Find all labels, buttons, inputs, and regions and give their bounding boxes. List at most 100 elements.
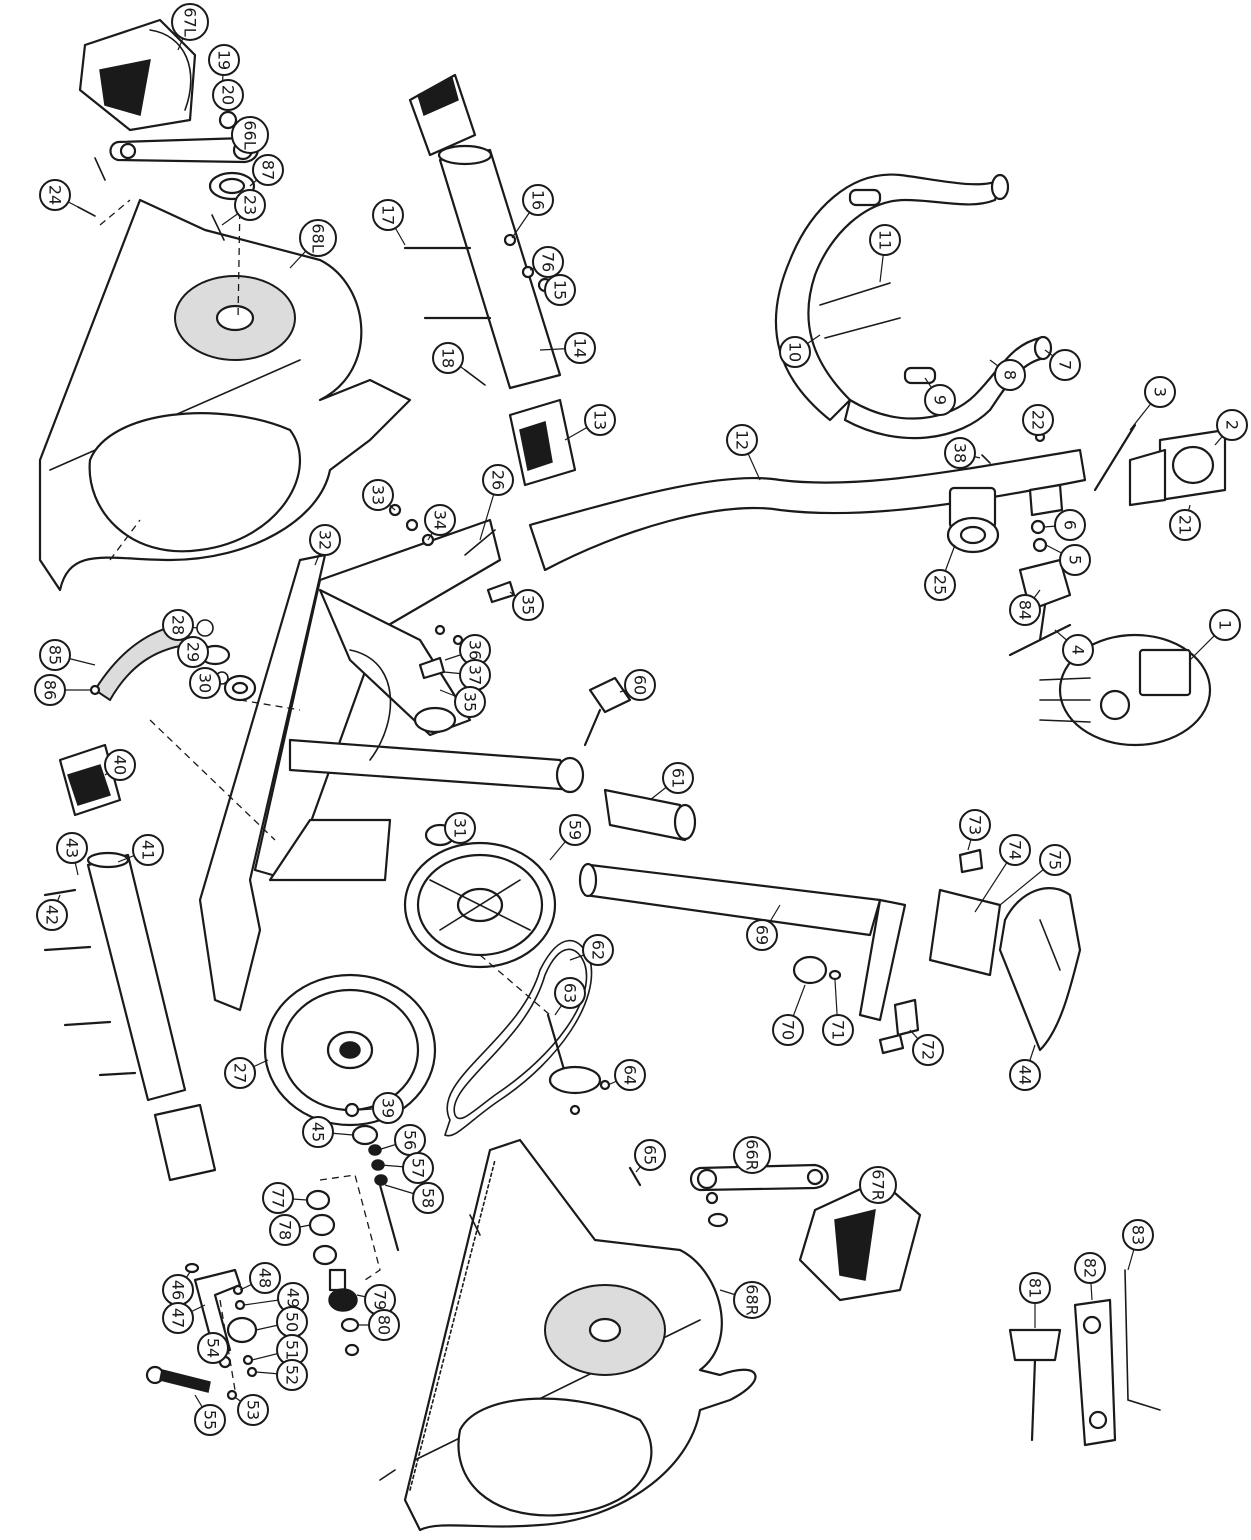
callout-number: 74 (1006, 840, 1025, 860)
callout-13: 13 (584, 404, 616, 436)
right-chain-cover (403, 1138, 757, 1532)
callout-number: 75 (1046, 850, 1065, 870)
callout-58: 58 (412, 1182, 444, 1214)
callout-28: 28 (162, 609, 194, 641)
callout-number: 51 (283, 1340, 302, 1360)
callout-number: 45 (309, 1122, 328, 1142)
rear-stabilizer-69 (578, 862, 907, 1022)
washer-34a (405, 518, 419, 532)
callout-number: 3 (1151, 387, 1170, 397)
callout-number: 28 (169, 615, 188, 635)
callout-3: 3 (1144, 376, 1176, 408)
right-crank-arm (689, 1163, 829, 1192)
callout-circle (208, 44, 240, 76)
callout-7: 7 (1049, 349, 1081, 381)
callout-number: 60 (631, 675, 650, 695)
assembly-line-g (319, 1174, 381, 1281)
callout-number: 15 (551, 280, 570, 300)
ring-66r (707, 1212, 729, 1228)
callout-69: 69 (746, 919, 778, 951)
callout-circle (212, 79, 244, 111)
bolt-42c (98, 1071, 137, 1077)
callout-number: 48 (256, 1268, 275, 1288)
allen-key-83 (1124, 1269, 1161, 1411)
callout-71: 71 (822, 1014, 854, 1046)
callout-45: 45 (302, 1116, 334, 1148)
callout-number: 44 (1016, 1065, 1035, 1085)
screw-24 (77, 206, 96, 217)
callout-number: 43 (63, 838, 82, 858)
wheel-70 (792, 955, 828, 985)
callout-78: 78 (269, 1214, 301, 1246)
callout-circle (454, 686, 486, 718)
callout-43: 43 (56, 832, 88, 864)
assembly-line-b (99, 199, 131, 226)
callout-57: 57 (402, 1152, 434, 1184)
washer-51 (242, 1354, 254, 1366)
callout-number: 20 (219, 85, 238, 105)
callout-circle (1022, 404, 1054, 436)
callout-15: 15 (544, 274, 576, 306)
callout-37: 37 (459, 659, 491, 691)
callout-67R: 67R (859, 1166, 897, 1204)
callout-number: 30 (196, 673, 215, 693)
callout-number: 39 (379, 1098, 398, 1118)
callout-circle (733, 1136, 771, 1174)
callout-82: 82 (1074, 1252, 1106, 1284)
callout-number: 18 (439, 348, 458, 368)
callout-circle (733, 1281, 771, 1319)
callout-44: 44 (1009, 1059, 1041, 1091)
callout-circle (746, 919, 778, 951)
callout-86: 86 (34, 674, 66, 706)
callout-65: 65 (634, 1139, 666, 1171)
callout-circle (999, 834, 1031, 866)
callout-60: 60 (624, 669, 656, 701)
bolt-42b (63, 1020, 112, 1027)
callout-21: 21 (1169, 509, 1201, 541)
callout-circle (822, 1014, 854, 1046)
bolt-42 (43, 945, 92, 952)
callout-72: 72 (912, 1034, 944, 1066)
callout-circle (412, 1182, 444, 1214)
callout-circle (189, 667, 221, 699)
pin-38 (981, 454, 991, 464)
callout-circle (132, 834, 164, 866)
callout-number: 32 (316, 530, 335, 550)
callout-number: 8 (1001, 370, 1020, 380)
right-pedal (798, 1178, 922, 1302)
callout-27: 27 (224, 1057, 256, 1089)
callout-number: 19 (215, 50, 234, 70)
callout-2: 2 (1216, 409, 1248, 441)
callout-circle (1059, 544, 1091, 576)
callout-68L: 68L (299, 219, 337, 257)
washer-76 (521, 265, 535, 279)
callout-22: 22 (1022, 404, 1054, 436)
callout-55: 55 (194, 1404, 226, 1436)
sensor-wire-11a (819, 282, 891, 306)
callout-circle (564, 332, 596, 364)
callout-number: 7 (1056, 360, 1075, 370)
callout-number: 38 (951, 443, 970, 463)
callout-73: 73 (959, 809, 991, 841)
callout-40: 40 (104, 749, 136, 781)
callout-circle (231, 116, 269, 154)
console-1 (1039, 633, 1212, 747)
callout-36: 36 (459, 634, 491, 666)
callout-number: 80 (375, 1315, 394, 1335)
screw-18 (464, 369, 486, 386)
callout-number: 13 (591, 410, 610, 430)
callout-circle (1049, 349, 1081, 381)
flywheel-27 (263, 973, 437, 1127)
callout-87: 87 (252, 154, 284, 186)
callout-circle (56, 832, 88, 864)
callout-number: 41 (139, 840, 158, 860)
callout-circle (194, 1404, 226, 1436)
callout-circle (252, 154, 284, 186)
callout-circle (1039, 844, 1071, 876)
callout-33: 33 (362, 479, 394, 511)
callout-number: 42 (43, 905, 62, 925)
callout-circle (912, 1034, 944, 1066)
foot-cap-44 (998, 887, 1082, 1052)
bracket-part (1028, 483, 1064, 517)
end-cap-rear (153, 1103, 217, 1182)
